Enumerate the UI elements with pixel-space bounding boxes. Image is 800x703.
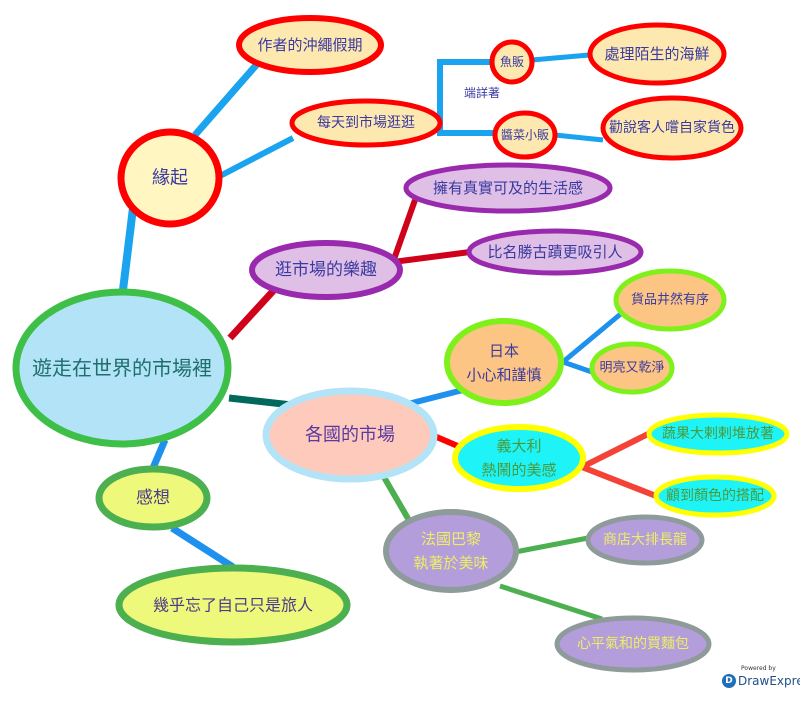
connector: [192, 60, 261, 138]
japan-node[interactable]: 日本 小心和謹慎: [444, 318, 564, 406]
fun-item-label: 擁有真實可及的生活感: [433, 179, 583, 197]
watermark-brand: DrawExpress: [738, 674, 800, 688]
drawexpress-logo-icon: D: [722, 674, 736, 688]
paris-item-node[interactable]: 商店大排長龍: [585, 514, 705, 566]
paris-item-label: 商店大排長龍: [603, 531, 687, 548]
fun-item-node[interactable]: 比名勝古蹟更吸引人: [466, 228, 644, 276]
pickle-label: 醬菜小販: [501, 127, 549, 142]
italy-sublabel: 熱鬧的美感: [481, 461, 556, 479]
japan-item-label: 貨品井然有序: [631, 292, 709, 308]
fish-label: 魚販: [500, 55, 524, 69]
fun-label: 逛市場的樂趣: [275, 260, 377, 280]
connector: [531, 52, 590, 63]
thoughts-node[interactable]: 感想: [95, 465, 211, 531]
trip-node[interactable]: 作者的沖繩假期: [236, 15, 384, 75]
paris-item-node[interactable]: 心平氣和的買麵包: [554, 615, 712, 673]
connector: [228, 394, 293, 409]
watermark-powered: Powered by: [741, 665, 776, 672]
fish-node[interactable]: 魚販: [489, 39, 535, 85]
pickle-detail-label: 勸說客人嚐自家貨色: [609, 119, 735, 136]
countries-node[interactable]: 各國的市場: [262, 387, 438, 483]
pickle-detail-node[interactable]: 勸說客人嚐自家貨色: [600, 95, 744, 161]
fish-detail-node[interactable]: 處理陌生的海鮮: [587, 22, 727, 86]
connector: [514, 535, 589, 555]
italy-item-node[interactable]: 蔬果大剌剌堆放著: [646, 412, 790, 456]
fun-node[interactable]: 逛市場的樂趣: [249, 240, 403, 300]
trip-label: 作者的沖繩假期: [257, 36, 362, 54]
central-label: 遊走在世界的市場裡: [32, 356, 212, 380]
connector: [218, 135, 295, 179]
connector: [149, 438, 169, 470]
connector: [119, 207, 137, 291]
origin-node[interactable]: 緣起: [117, 128, 223, 228]
bracket-connector: [437, 59, 495, 136]
italy-item-label: 蔬果大剌剌堆放著: [662, 426, 774, 442]
daily-node[interactable]: 每天到市場逛逛: [289, 98, 443, 148]
connector: [499, 583, 603, 622]
japan-item-node[interactable]: 貨品井然有序: [613, 268, 727, 332]
italy-label: 義大利: [496, 437, 541, 455]
pickle-node[interactable]: 醬菜小販: [492, 110, 558, 160]
fish-detail-label: 處理陌生的海鮮: [604, 45, 709, 63]
japan-item-label: 明亮又乾淨: [599, 360, 664, 376]
watermark: D DrawExpress: [722, 673, 800, 689]
thoughts-detail-node[interactable]: 幾乎忘了自己只是旅人: [115, 564, 351, 646]
thoughts-label: 感想: [136, 488, 170, 508]
italy-node[interactable]: 義大利 熱鬧的美感: [452, 424, 586, 492]
italy-item-label: 顧到顏色的搭配: [666, 487, 764, 504]
japan-sublabel: 小心和謹慎: [466, 366, 541, 384]
fun-item-label: 比名勝古蹟更吸引人: [487, 243, 622, 261]
paris-item-label: 心平氣和的買麵包: [577, 636, 689, 652]
fun-item-node[interactable]: 擁有真實可及的生活感: [403, 162, 613, 214]
japan-item-node[interactable]: 明亮又乾淨: [589, 341, 675, 395]
central-node[interactable]: 遊走在世界的市場裡: [12, 288, 232, 448]
italy-item-node[interactable]: 顧到顏色的搭配: [653, 474, 777, 518]
connector: [170, 525, 235, 570]
thoughts-detail-label: 幾乎忘了自己只是旅人: [153, 596, 313, 615]
connector: [407, 387, 464, 407]
watermark-block: Powered by D DrawExpress: [722, 664, 800, 689]
connector: [554, 132, 604, 143]
daily-label: 每天到市場逛逛: [317, 114, 415, 131]
connector: [227, 287, 277, 341]
origin-label: 緣起: [152, 168, 188, 189]
connector: [574, 430, 658, 499]
relation-label: 端詳著: [464, 85, 500, 100]
paris-label: 法國巴黎: [421, 530, 481, 548]
countries-label: 各國的市場: [305, 425, 395, 446]
connector: [378, 470, 413, 524]
paris-sublabel: 執著於美味: [413, 554, 488, 572]
paris-node[interactable]: 法國巴黎 執著於美味: [383, 509, 519, 593]
japan-label: 日本: [489, 342, 519, 360]
